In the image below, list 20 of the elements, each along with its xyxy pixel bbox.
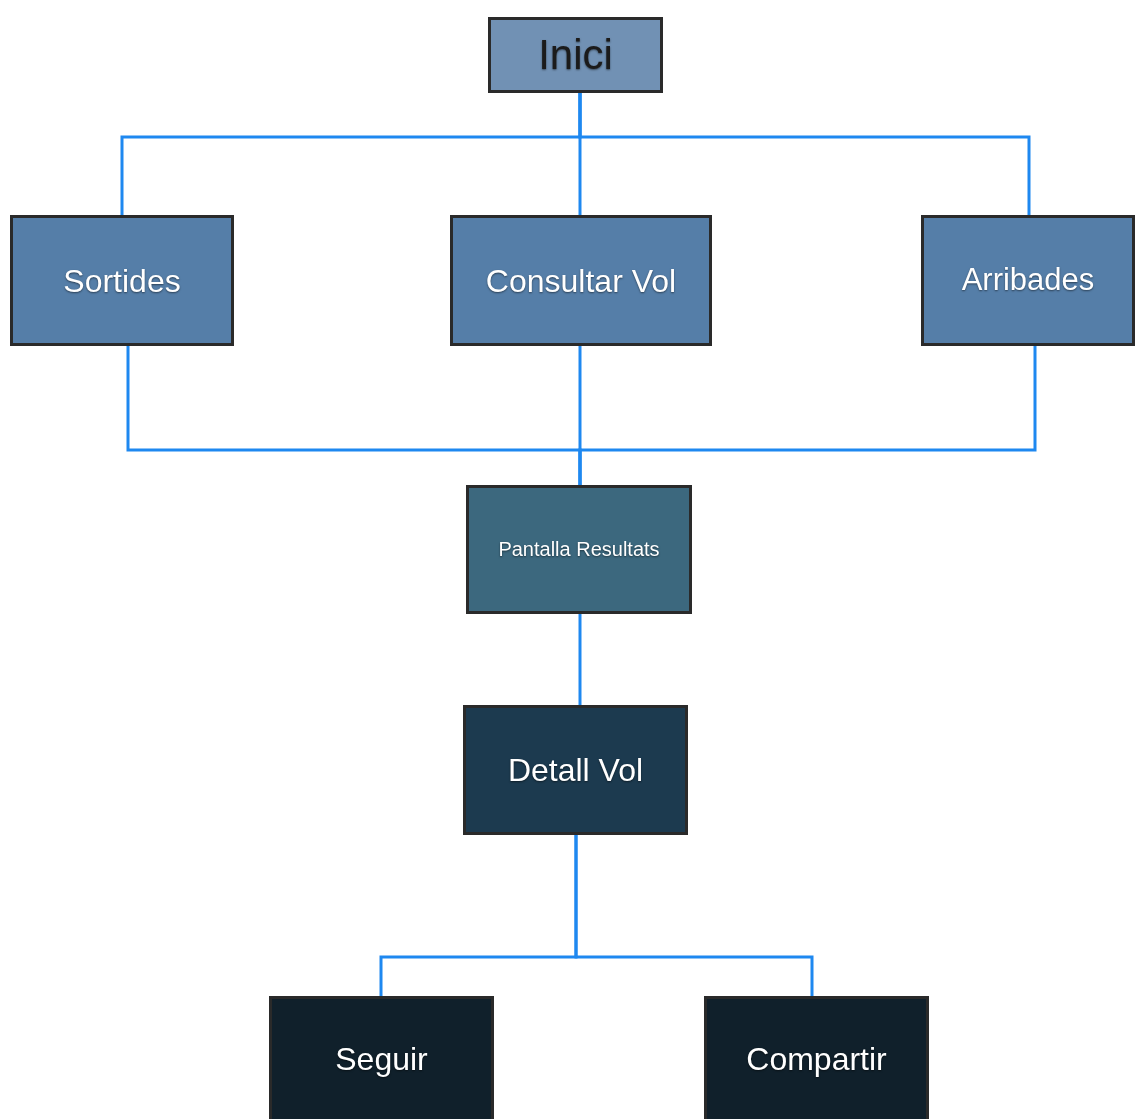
connector-line	[574, 835, 814, 996]
box-label: Arribades	[961, 261, 1095, 300]
page-box	[466, 485, 692, 614]
box-label: Inici	[538, 29, 613, 80]
page-box	[488, 17, 663, 93]
page-box	[704, 996, 929, 1119]
box-label: Detall Vol	[507, 751, 644, 790]
page-box	[450, 215, 712, 346]
box-label: Seguir	[335, 1040, 428, 1079]
connector-line	[578, 346, 1037, 485]
connector-line	[578, 93, 1031, 215]
box-label: Pantalla Resultats	[498, 537, 660, 562]
page-box	[269, 996, 494, 1119]
box-label: Consultar Vol	[485, 261, 677, 301]
page-box	[921, 215, 1135, 346]
connector-line	[578, 614, 582, 705]
box-label: Sortides	[63, 261, 181, 301]
page-box	[10, 215, 234, 346]
page-box	[463, 705, 688, 835]
box-label: Compartir	[746, 1040, 887, 1079]
